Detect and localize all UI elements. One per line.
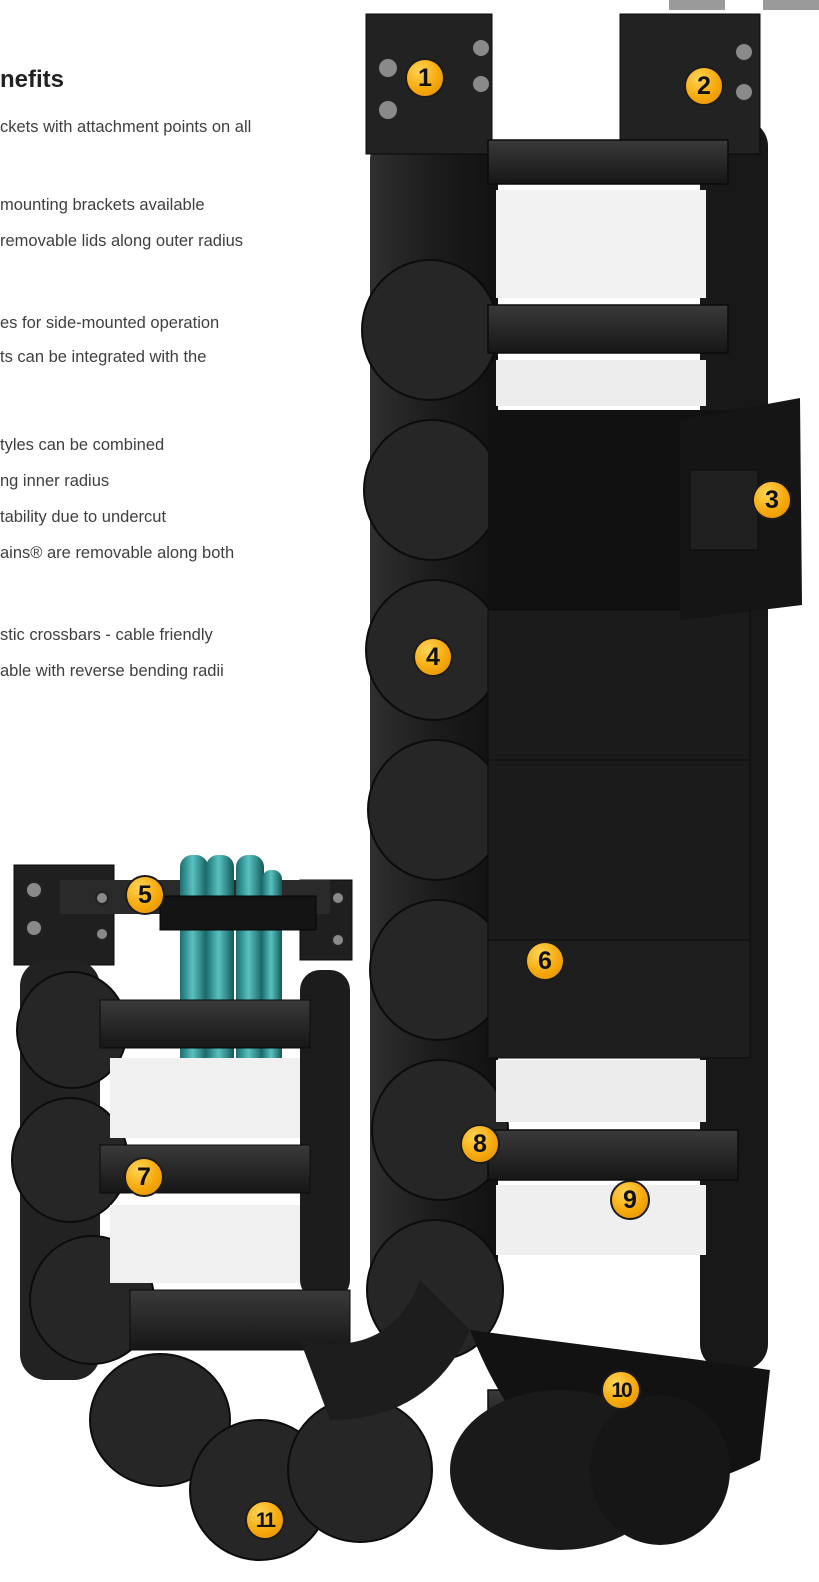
page-tabs	[669, 0, 819, 14]
callout-marker: 3	[752, 480, 792, 520]
callout-marker: 5	[125, 875, 165, 915]
benefit-item: removable lids along outer radius	[0, 232, 244, 250]
callout-marker: 6	[525, 941, 565, 981]
section-heading: nefits	[0, 66, 65, 93]
page-tab	[669, 0, 725, 10]
callout-marker: 4	[413, 637, 453, 677]
callout-marker: 9	[610, 1180, 650, 1220]
benefit-item: ng inner radius	[0, 472, 110, 490]
left-chain-side	[361, 130, 509, 1361]
benefit-item: es for side-mounted operation	[0, 314, 220, 332]
callout-marker: 8	[460, 1124, 500, 1164]
benefit-item: stic crossbars - cable friendly	[0, 626, 213, 644]
page-tab	[763, 0, 819, 10]
callout-marker: 2	[684, 66, 724, 106]
callout-marker: 1	[405, 58, 445, 98]
benefit-item: ts can be integrated with the	[0, 348, 207, 366]
callout-marker: 11	[245, 1500, 285, 1540]
callout-marker: 10	[601, 1370, 641, 1410]
callout-marker: 7	[124, 1157, 164, 1197]
benefit-item: ains® are removable along both	[0, 544, 235, 562]
benefit-item: ckets with attachment points on all	[0, 118, 252, 136]
benefit-item: mounting brackets available	[0, 196, 205, 214]
benefit-item: tyles can be combined	[0, 436, 165, 454]
benefit-item: able with reverse bending radii	[0, 662, 224, 680]
small-chain	[11, 855, 433, 1561]
benefit-item: tability due to undercut	[0, 508, 167, 526]
